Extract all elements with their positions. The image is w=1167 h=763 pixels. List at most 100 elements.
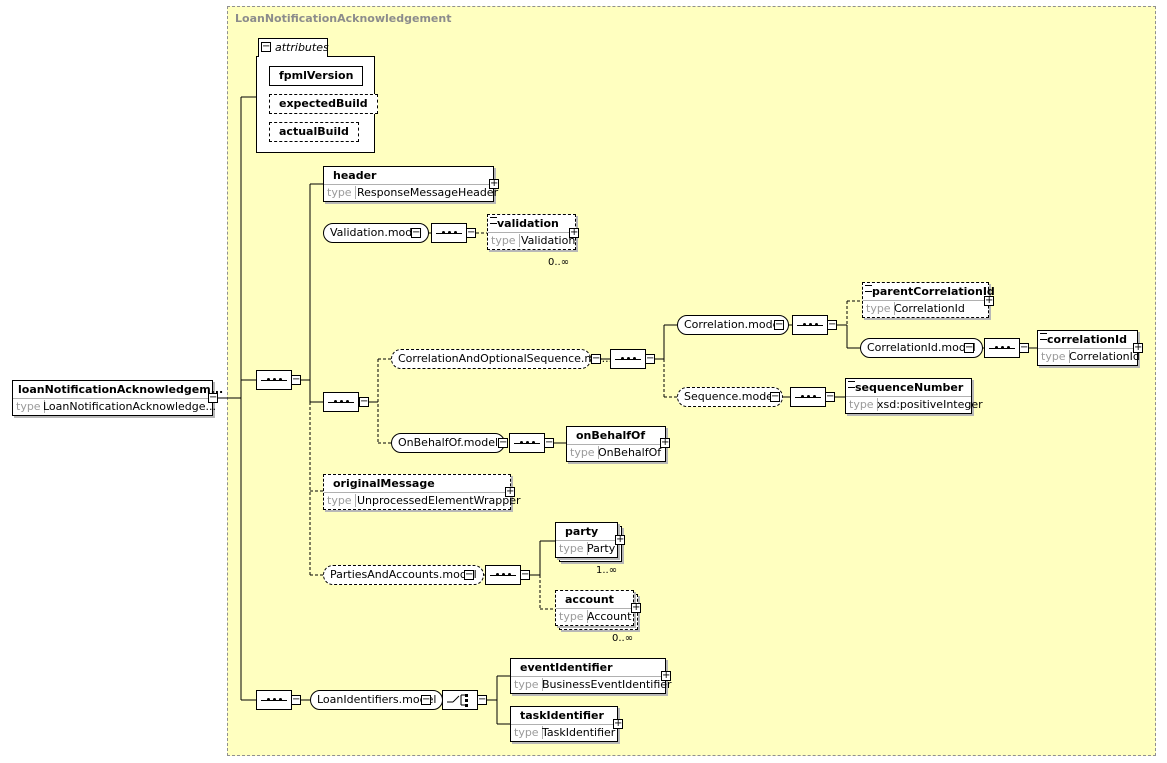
type-label: type [514,726,543,739]
expand-toggle[interactable]: + [660,437,670,448]
expand-toggle[interactable]: + [631,602,641,613]
expand-toggle[interactable]: + [569,227,579,238]
collapse-toggle[interactable]: − [359,396,369,407]
sequence-compositor[interactable] [431,223,467,243]
element-type: OnBehalfOf [598,446,662,459]
element-type: xsd:positiveInteger [877,398,983,411]
sequence-compositor[interactable] [256,370,292,390]
root-element-type: LoanNotificationAcknowledge... [43,400,216,413]
attribute-fpmlversion[interactable]: fpmlVersion [269,66,364,86]
element-type: Validation [521,234,576,247]
group-sequence-model[interactable]: Sequence.model [677,387,784,407]
collapse-toggle[interactable]: − [645,353,655,364]
element-type: UnprocessedElementWrapper [357,494,521,507]
collapse-toggle[interactable]: − [466,227,476,238]
collapse-toggle[interactable]: − [498,437,508,448]
group-loan-identifiers-model[interactable]: LoanIdentifiers.model [310,690,444,710]
group-on-behalf-of-model[interactable]: OnBehalfOf.model [391,433,506,453]
element-name: originalMessage [333,477,435,490]
group-correlation-and-optional-sequence[interactable]: CorrelationAndOptionalSequence.mo... [391,349,612,369]
choice-compositor[interactable] [442,690,478,710]
sequence-compositor[interactable] [485,565,521,585]
element-type: Party [587,542,616,555]
element-name: validation [497,217,559,230]
collapse-toggle[interactable]: − [827,319,837,330]
sequence-compositor[interactable] [792,315,828,335]
documentation-icon [490,217,497,224]
element-type: BusinessEventIdentifier [542,678,672,691]
group-correlation-id-model[interactable]: CorrelationId.model [860,338,983,358]
type-label: type [866,302,895,315]
element-name: correlationId [1047,333,1127,346]
collapse-toggle[interactable]: − [208,392,218,403]
collapse-toggle[interactable]: − [520,569,530,580]
attribute-actualbuild[interactable]: actualBuild [269,122,359,142]
type-label: type [849,398,878,411]
type-label: type [570,446,599,459]
attribute-expectedbuild[interactable]: expectedBuild [269,94,378,114]
collapse-toggle[interactable]: − [591,353,601,364]
sequence-compositor[interactable] [256,690,292,710]
complex-type-region [227,6,1156,756]
element-type: CorrelationId [894,302,965,315]
documentation-icon [848,381,855,388]
expand-toggle[interactable]: + [1133,342,1143,353]
documentation-icon [1040,333,1047,340]
attributes-label: attributes [275,41,329,54]
expand-toggle[interactable]: + [505,486,515,497]
collapse-toggle[interactable]: − [774,319,784,330]
element-name: parentCorrelationId [872,285,995,298]
sequence-compositor[interactable] [509,433,545,453]
expand-toggle[interactable]: + [489,178,499,189]
collapse-toggle[interactable]: − [825,391,835,402]
sequence-compositor[interactable] [610,349,646,369]
collapse-toggle[interactable]: − [1019,342,1029,353]
expand-toggle[interactable]: + [661,670,671,681]
element-name: party [565,525,599,538]
collapse-toggle[interactable]: − [464,569,474,580]
collapse-toggle[interactable]: − [261,41,271,52]
collapse-toggle[interactable]: − [421,694,431,705]
group-validation-model[interactable]: Validation.model [323,223,430,243]
sequence-compositor[interactable] [323,392,359,412]
collapse-toggle[interactable]: − [477,694,487,705]
element-type: TaskIdentifier [542,726,616,739]
expand-toggle[interactable]: + [615,534,625,545]
collapse-toggle[interactable]: − [544,437,554,448]
element-name: taskIdentifier [520,709,604,722]
expand-toggle[interactable]: + [984,295,994,306]
attributes-tab [258,38,328,57]
collapse-toggle[interactable]: − [770,391,780,402]
complex-type-title: LoanNotificationAcknowledgement [235,12,452,25]
collapse-toggle[interactable]: − [291,374,301,385]
sequence-compositor[interactable] [984,338,1020,358]
sequence-compositor[interactable] [790,387,826,407]
cardinality: 0..∞ [612,633,634,644]
group-parties-and-accounts-model[interactable]: PartiesAndAccounts.model [323,565,484,585]
type-label: type [559,542,588,555]
group-correlation-model[interactable]: Correlation.model [677,315,790,335]
element-type: Account [587,610,632,623]
expand-toggle[interactable]: + [613,718,623,729]
collapse-toggle[interactable]: − [291,694,301,705]
collapse-toggle[interactable]: − [411,227,421,238]
choice-icon [447,694,468,707]
type-label: type [16,400,45,413]
element-name: sequenceNumber [855,381,964,394]
documentation-icon [865,285,872,292]
collapse-toggle[interactable]: − [964,342,974,353]
